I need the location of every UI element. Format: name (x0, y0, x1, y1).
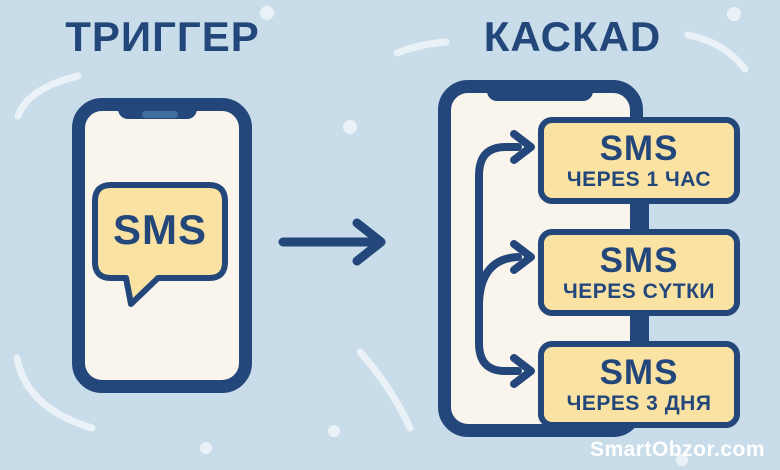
decor-arc-title-right (684, 31, 749, 73)
decor-arc-top-left (14, 72, 82, 120)
decor-dot (200, 442, 212, 454)
sms-bubble-label: SMS (112, 205, 207, 253)
decor-arc-title-left (393, 38, 450, 57)
decor-dot (328, 425, 340, 437)
sms-card-title: SMS (599, 352, 679, 392)
watermark: SmartObzor.com (589, 438, 765, 461)
sms-card-1-hour: SMS ЧЕРЕS 1 ЧАС (538, 117, 740, 204)
sms-card-subtitle: ЧЕРЕS СYТКИ (562, 279, 716, 303)
sms-card-title: SMS (599, 240, 679, 280)
sms-card-title: SMS (599, 128, 679, 168)
sms-card-subtitle: ЧЕРЕS 1 ЧАС (566, 167, 712, 191)
trigger-title: ТРИГГЕР (65, 13, 260, 60)
flow-arrow-head (352, 218, 386, 266)
sms-card-3-days: SMS ЧЕРЕS 3 ДНЯ (538, 341, 740, 428)
sms-card-1-day: SMS ЧЕРЕS СYТКИ (538, 229, 740, 316)
sms-card-subtitle: ЧЕРЕS 3 ДНЯ (566, 391, 712, 415)
decor-arc-bottom-middle (356, 348, 414, 432)
cascade-title: КАСКАD (483, 13, 662, 60)
phone-speaker (142, 111, 178, 118)
phone-notch (487, 91, 593, 101)
decor-dot (343, 120, 357, 134)
decor-dot (727, 7, 741, 21)
